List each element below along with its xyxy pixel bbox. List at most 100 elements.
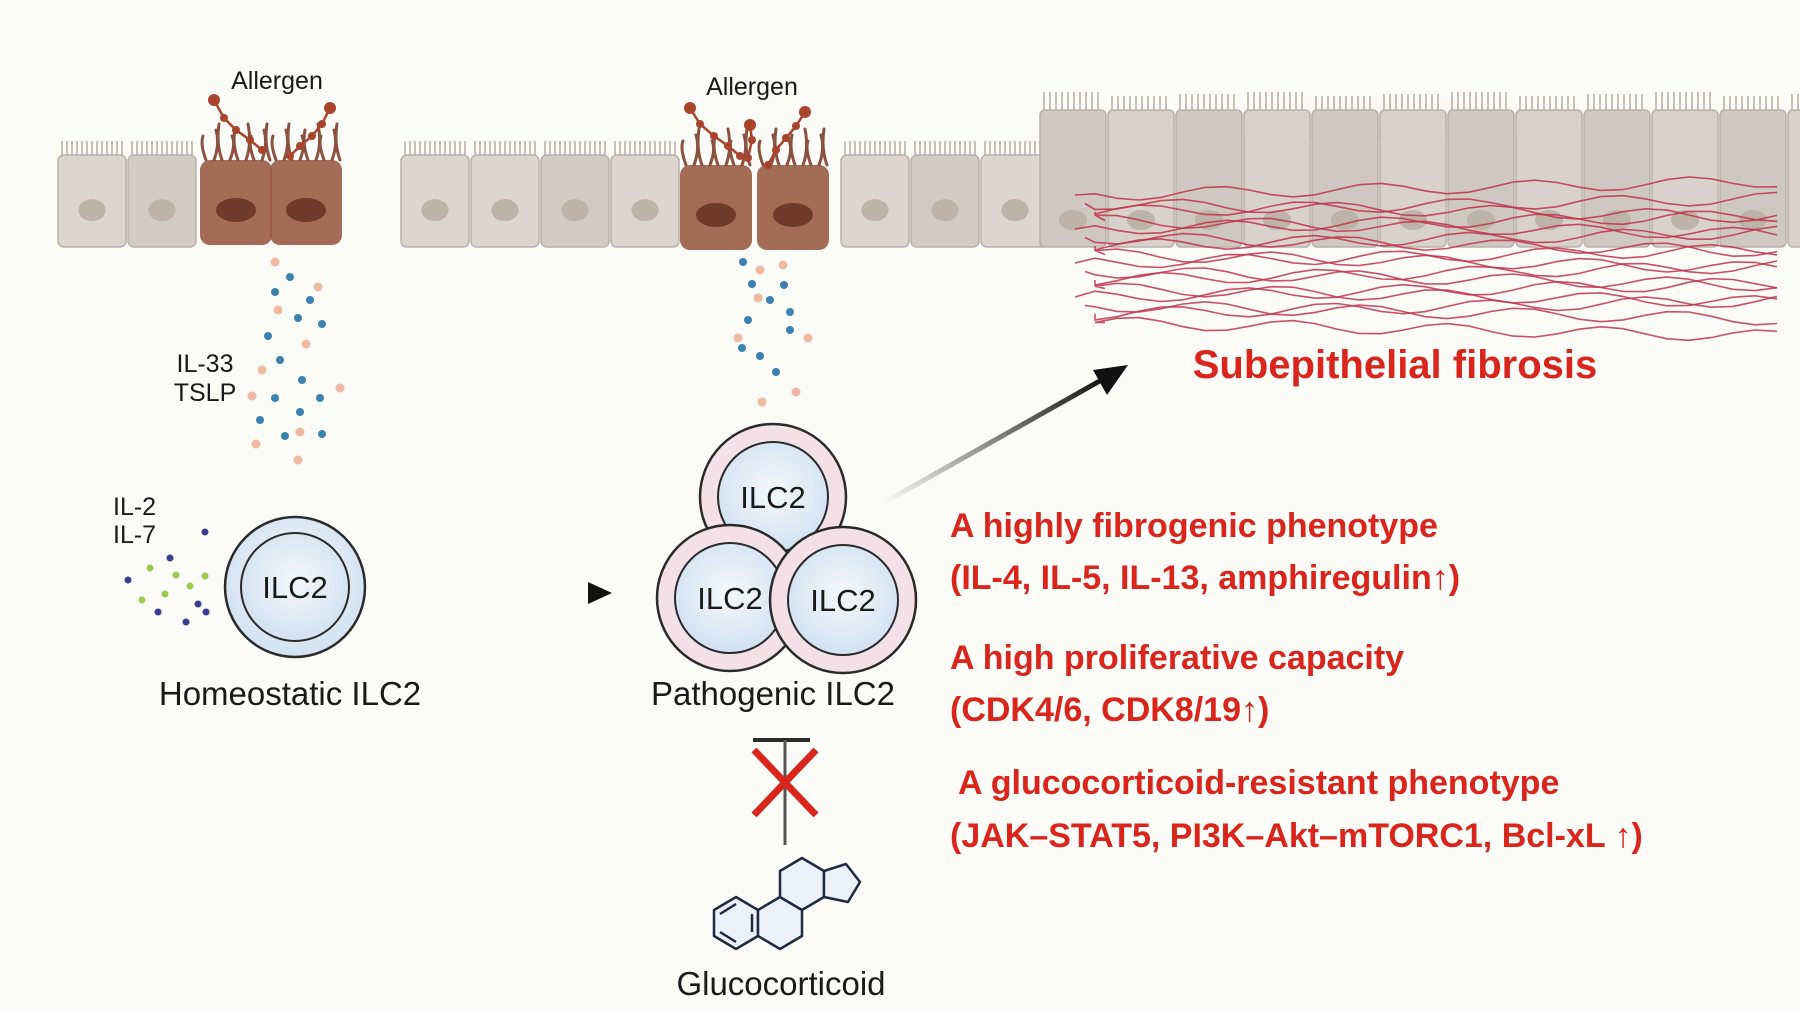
cytokine-label-il33: IL-33 <box>177 350 234 378</box>
cytokine-dot <box>295 427 305 437</box>
collagen-fiber <box>1074 277 1778 303</box>
damaged-cell <box>200 122 272 245</box>
cytokine-dot <box>753 293 763 303</box>
damaged-epithelial-cells <box>200 122 829 250</box>
glucocorticoid-label: Glucocorticoid <box>676 965 885 1002</box>
cytokine-dot <box>318 320 326 328</box>
collagen-fiber <box>1094 225 1778 251</box>
allergen-particle <box>208 94 266 154</box>
cytokine-dot <box>202 608 210 616</box>
epithelial-cell <box>57 141 127 248</box>
cytokine-dot <box>756 352 764 360</box>
cytokine-dots <box>124 257 813 626</box>
collagen-fiber <box>1094 191 1778 216</box>
cytokine-dot <box>780 281 788 289</box>
thick-epithelial-cell <box>1719 96 1787 248</box>
cytokine-dot <box>172 571 180 579</box>
cytokine-dot <box>182 618 190 626</box>
collagen-fiber <box>1084 232 1778 258</box>
allergen-label-middle: Allergen <box>706 73 798 101</box>
allergen-particle <box>684 102 744 160</box>
thick-epithelial-cell <box>1651 92 1719 248</box>
collagen-fiber <box>1074 243 1778 269</box>
cytokine-dot <box>803 333 813 343</box>
differentiation-arrow <box>392 582 612 604</box>
cytokine-dot <box>276 356 284 364</box>
fibrosis-label: Subepithelial fibrosis <box>1193 343 1598 387</box>
cytokine-dot <box>154 608 162 616</box>
collagen-fiber <box>1094 214 1778 239</box>
cytokine-dot <box>201 572 209 580</box>
allergen-particle <box>286 102 336 160</box>
cytokine-dot <box>251 439 261 449</box>
epithelial-cell <box>400 141 470 248</box>
collagen-fiber <box>1084 300 1778 326</box>
allergen-particle <box>744 119 756 162</box>
epithelial-cell <box>610 141 680 248</box>
thick-epithelial-cell <box>1039 92 1107 248</box>
cytokine-dot <box>318 430 326 438</box>
phenotype-1-title: A highly fibrogenic phenotype <box>950 507 1438 545</box>
pathogenic-cell-label-right: ILC2 <box>810 583 875 618</box>
cytokine-dot <box>786 326 794 334</box>
allergen-particle <box>764 106 811 169</box>
cytokine-dot <box>286 273 294 281</box>
cytokine-dot <box>739 258 747 266</box>
fibrosis-arrow <box>878 365 1128 508</box>
cytokine-dot <box>281 432 289 440</box>
phenotype-3-title: A glucocorticoid-resistant phenotype <box>958 764 1559 802</box>
cytokine-dot <box>294 314 302 322</box>
cytokine-dot <box>786 308 794 316</box>
epithelial-cell <box>910 141 980 248</box>
cytokine-dot <box>201 528 209 536</box>
cytokine-dot <box>270 257 280 267</box>
cytokine-dot <box>766 296 774 304</box>
cytokine-dot <box>293 455 303 465</box>
cross-mark-icon <box>751 747 819 818</box>
cytokine-dot <box>298 376 306 384</box>
cytokine-dot <box>778 260 788 270</box>
cytokine-dot <box>335 383 345 393</box>
phenotype-1-detail: (IL-4, IL-5, IL-13, amphiregulin↑) <box>950 559 1460 597</box>
collagen-fiber <box>1074 210 1778 235</box>
cytokine-label-il2: IL-2 <box>113 493 156 521</box>
collagen-fiber <box>1094 282 1778 307</box>
collagen-fiber <box>1084 267 1778 292</box>
damaged-cell <box>680 127 752 250</box>
thick-epithelial-cell <box>1447 92 1515 248</box>
cytokine-dot <box>264 332 272 340</box>
blocked-inhibition-symbol <box>751 738 819 845</box>
pathogenic-ilc2-cell-left <box>655 523 805 673</box>
pathogenic-ilc2-cell-right <box>768 525 918 675</box>
cytokine-label-il7: IL-7 <box>113 521 156 549</box>
cytokine-dot <box>738 344 746 352</box>
homeostatic-ilc2-cell: ILC2 <box>223 515 367 659</box>
cytokine-dot <box>256 416 264 424</box>
epithelial-cell <box>470 141 540 248</box>
allergen-particles <box>208 94 811 169</box>
cytokine-dot <box>733 333 743 343</box>
cytokine-dot <box>186 582 194 590</box>
damaged-cell <box>757 127 829 250</box>
steroid-structure-icon <box>712 856 862 951</box>
cytokine-dot <box>273 305 283 315</box>
epithelial-cell <box>540 141 610 248</box>
cytokine-dot <box>161 590 169 598</box>
cytokine-dot <box>748 280 756 288</box>
allergen-label-left: Allergen <box>231 67 323 95</box>
epithelial-cell <box>127 141 197 248</box>
cytokine-dot <box>271 288 279 296</box>
epithelial-cell <box>980 141 1050 248</box>
pathogenic-cell-label-top: ILC2 <box>740 480 805 515</box>
cytokine-dot <box>247 391 257 401</box>
collagen-fiber <box>1094 260 1778 287</box>
phenotype-2-detail: (CDK4/6, CDK8/19↑) <box>950 691 1269 729</box>
cytokine-dot <box>791 387 801 397</box>
cytokine-dot <box>757 397 767 407</box>
cytokine-dot <box>271 394 279 402</box>
homeostatic-cell-label: ILC2 <box>262 570 327 605</box>
cytokine-dot <box>306 296 314 304</box>
cytokine-dot <box>755 265 765 275</box>
epithelial-cell <box>840 141 910 248</box>
phenotype-list: A highly fibrogenic phenotype (IL-4, IL-… <box>950 507 1643 855</box>
